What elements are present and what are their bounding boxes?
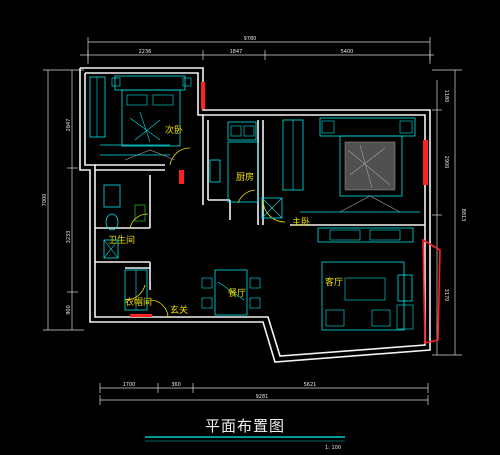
room-label-kitchen: 厨房 bbox=[236, 171, 254, 183]
dim-left-3: 900 bbox=[66, 305, 72, 315]
left-dimension-lines bbox=[43, 69, 84, 331]
dim-top-1: 2236 bbox=[139, 49, 152, 55]
dim-left-2: 3233 bbox=[66, 231, 72, 244]
secondary-bedroom-furniture bbox=[89, 75, 192, 161]
dim-top-3: 5400 bbox=[341, 49, 354, 55]
top-dimension-lines bbox=[80, 37, 434, 64]
drawing-title: 平面布置图 bbox=[205, 417, 285, 435]
room-label-master-bedroom: 主卧 bbox=[292, 216, 310, 228]
master-bedroom-furniture bbox=[282, 117, 420, 213]
dim-top-total: 9780 bbox=[244, 36, 257, 42]
windows bbox=[130, 82, 441, 345]
room-label-secondary-bedroom: 次卧 bbox=[165, 124, 183, 136]
drawing-scale: 1: 100 bbox=[325, 445, 341, 451]
dim-left-total: 7000 bbox=[42, 194, 48, 207]
bottom-dimension-lines bbox=[99, 383, 429, 405]
right-dimension-lines bbox=[432, 69, 462, 356]
dim-bottom-1: 1700 bbox=[123, 382, 136, 388]
dim-bottom-3: 5621 bbox=[304, 382, 317, 388]
dim-left-1: 2847 bbox=[66, 119, 72, 132]
kitchen-fixtures bbox=[209, 121, 283, 219]
dim-top-2: 1847 bbox=[230, 49, 243, 55]
doors bbox=[124, 147, 286, 319]
bathroom-fixtures bbox=[103, 184, 146, 259]
room-label-entrance: 玄关 bbox=[170, 304, 188, 316]
walls bbox=[79, 67, 431, 363]
room-label-living-room: 客厅 bbox=[325, 276, 343, 288]
room-label-laundry: 衣帽间 bbox=[125, 296, 152, 308]
room-label-dining-room: 餐厅 bbox=[228, 287, 246, 299]
dim-right-3: 3170 bbox=[443, 289, 449, 302]
dim-right-2: 2900 bbox=[443, 156, 449, 169]
laundry-fixtures bbox=[124, 269, 148, 311]
dim-bottom-total: 9281 bbox=[256, 394, 269, 400]
dim-right-total: 8813 bbox=[460, 209, 466, 222]
dining-table bbox=[201, 269, 261, 316]
room-label-bathroom: 卫生间 bbox=[108, 234, 135, 246]
living-room-furniture bbox=[317, 227, 414, 331]
dim-right-1: 1180 bbox=[443, 90, 449, 103]
dim-bottom-2: 360 bbox=[171, 382, 181, 388]
